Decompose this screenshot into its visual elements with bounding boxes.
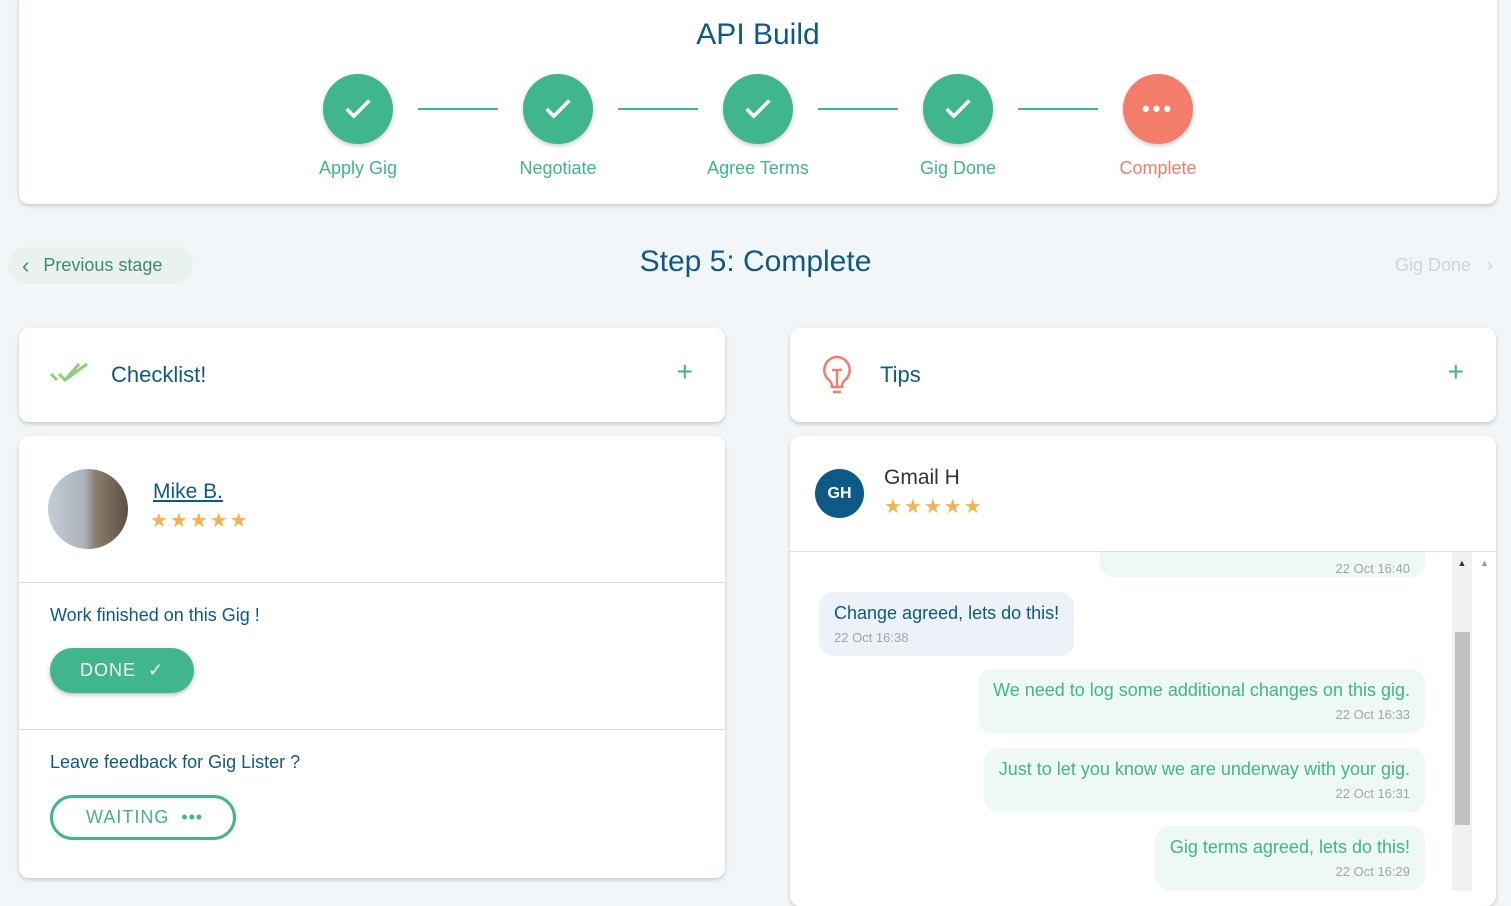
step-label: Gig Done [919, 158, 997, 178]
step-negotiate[interactable]: Negotiate [478, 74, 638, 179]
message-bubble: Gig terms agreed, lets do this!22 Oct 16… [1154, 826, 1425, 890]
step-label: Apply Gig [318, 158, 398, 178]
tips-title: Tips [880, 362, 921, 387]
check-icon [323, 74, 393, 144]
message-list[interactable]: 22 Oct 16:40 Change agreed, lets do this… [790, 551, 1496, 891]
scrollbar[interactable]: ▲ [1452, 552, 1472, 891]
message-bubble: 22 Oct 16:40 [1100, 552, 1425, 577]
done-label: DONE [80, 660, 137, 680]
chevron-right-icon: › [1487, 255, 1493, 275]
check-icon: ✓ [148, 660, 165, 680]
more-dots-icon: ••• [181, 807, 204, 827]
next-label: Gig Done [1394, 255, 1471, 275]
message-bubble: Just to let you know we are underway wit… [983, 748, 1425, 812]
expand-plus-icon[interactable]: + [676, 356, 693, 387]
step-complete[interactable]: ••• Complete [1078, 74, 1238, 179]
lightbulb-icon [823, 355, 851, 394]
check-icon [923, 74, 993, 144]
done-button[interactable]: DONE ✓ [50, 648, 195, 693]
tips-card[interactable]: Tips + [790, 328, 1496, 422]
chat-card: GH Gmail H ★★★★★ 22 Oct 16:40 Change agr… [790, 436, 1496, 906]
waiting-label: WAITING [86, 807, 170, 827]
contact-avatar: GH [815, 469, 864, 518]
scroll-up-arrow-icon[interactable]: ▲ [1457, 558, 1467, 568]
work-finished-text: Work finished on this Gig ! [50, 605, 260, 625]
message-bubble: We need to log some additional changes o… [978, 669, 1425, 733]
step-connector [1018, 108, 1098, 110]
step-label: Negotiate [519, 158, 597, 178]
expand-plus-icon[interactable]: + [1447, 356, 1464, 387]
step-title: Step 5: Complete [639, 245, 872, 278]
scroll-up-arrow-icon[interactable]: ▲ [1480, 558, 1489, 568]
previous-stage-button[interactable]: ‹ Previous stage [8, 247, 193, 284]
step-connector [818, 108, 898, 110]
step-gig-done[interactable]: Gig Done [878, 74, 1038, 179]
rating-stars: ★★★★★ [150, 510, 250, 532]
check-icon [723, 74, 793, 144]
step-label: Agree Terms [707, 158, 809, 178]
contact-name: Gmail H [884, 466, 960, 489]
lister-name-link[interactable]: Mike B. [153, 480, 224, 503]
feedback-text: Leave feedback for Gig Lister ? [50, 752, 301, 772]
previous-label: Previous stage [43, 255, 163, 275]
checklist-card[interactable]: Checklist! + [19, 328, 725, 422]
rating-stars: ★★★★★ [884, 496, 984, 518]
scrollbar-thumb[interactable] [1455, 632, 1470, 825]
message-bubble: Change agreed, lets do this!22 Oct 16:38 [819, 592, 1075, 656]
lister-card: Mike B. ★★★★★ Work finished on this Gig … [19, 436, 725, 878]
step-apply-gig[interactable]: Apply Gig [278, 74, 438, 179]
checklist-title: Checklist! [111, 362, 207, 387]
step-connector [418, 108, 498, 110]
waiting-button[interactable]: WAITING ••• [50, 795, 237, 840]
step-connector [618, 108, 698, 110]
project-title: API Build [696, 18, 820, 51]
check-icon [523, 74, 593, 144]
step-agree-terms[interactable]: Agree Terms [678, 74, 838, 179]
step-label: Complete [1119, 158, 1197, 178]
next-stage-button[interactable]: Gig Done › [1395, 255, 1493, 276]
chevron-left-icon: ‹ [22, 252, 30, 278]
avatar [48, 469, 128, 549]
double-check-icon [49, 362, 88, 383]
progress-card: API Build Apply Gig Negotiate Agree Term… [19, 0, 1497, 204]
more-dots-icon: ••• [1123, 74, 1193, 144]
